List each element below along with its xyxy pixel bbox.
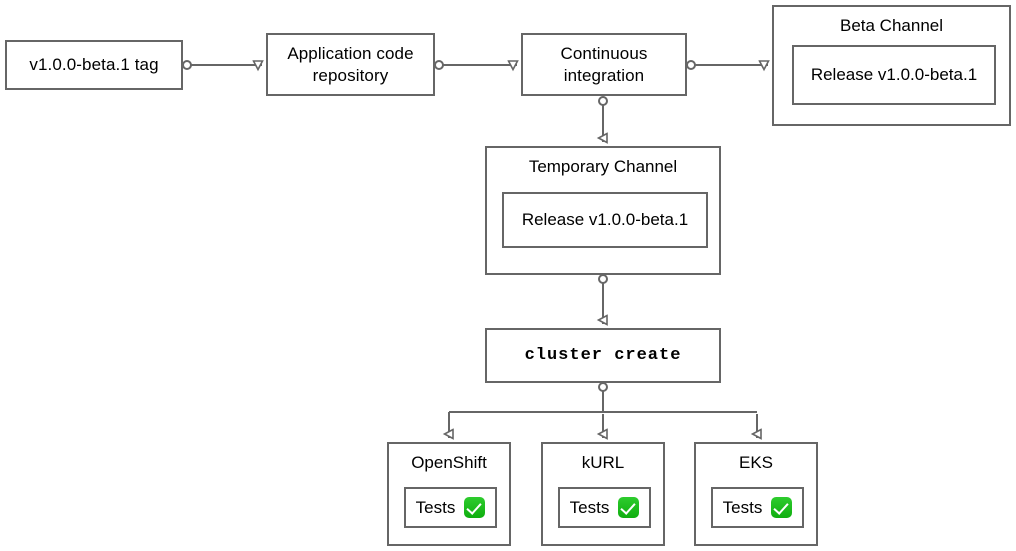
node-tag-label: v1.0.0-beta.1 tag xyxy=(29,55,159,75)
node-beta-channel[interactable]: Beta Channel Release v1.0.0-beta.1 xyxy=(772,5,1011,126)
edge-ci-to-beta-channel xyxy=(686,60,768,69)
node-openshift[interactable]: OpenShift Tests xyxy=(387,442,511,546)
node-temporary-channel-release-label: Release v1.0.0-beta.1 xyxy=(521,210,689,229)
node-openshift-tests[interactable]: Tests xyxy=(404,487,497,528)
edge-repository-to-ci xyxy=(434,60,517,69)
node-continuous-integration-label: Continuous integration xyxy=(560,44,648,85)
green-check-icon xyxy=(464,497,486,518)
node-cluster-create-label: cluster create xyxy=(524,345,682,365)
node-openshift-label: OpenShift xyxy=(411,453,487,472)
edge-ci-to-temporary-channel xyxy=(599,96,608,142)
node-temporary-channel-label: Temporary Channel xyxy=(528,157,678,176)
node-beta-channel-label: Beta Channel xyxy=(839,16,944,35)
edge-tag-to-repository xyxy=(182,60,262,69)
node-tag[interactable]: v1.0.0-beta.1 tag xyxy=(5,40,183,90)
node-openshift-tests-label: Tests xyxy=(415,497,456,517)
edge-cluster-create-to-targets xyxy=(449,382,757,438)
node-beta-channel-release[interactable]: Release v1.0.0-beta.1 xyxy=(792,45,996,105)
node-kurl-tests-label: Tests xyxy=(569,497,610,517)
node-application-code-repository[interactable]: Application code repository xyxy=(266,33,435,96)
node-temporary-channel[interactable]: Temporary Channel Release v1.0.0-beta.1 xyxy=(485,146,721,275)
edge-temporary-channel-to-cluster-create xyxy=(599,274,608,324)
node-application-code-repository-label: Application code repository xyxy=(287,44,414,85)
node-beta-channel-release-label: Release v1.0.0-beta.1 xyxy=(810,65,978,84)
node-cluster-create[interactable]: cluster create xyxy=(485,328,721,383)
node-kurl-label: kURL xyxy=(581,453,625,472)
node-kurl[interactable]: kURL Tests xyxy=(541,442,665,546)
node-eks[interactable]: EKS Tests xyxy=(694,442,818,546)
green-check-icon xyxy=(771,497,793,518)
green-check-icon xyxy=(618,497,640,518)
node-kurl-tests[interactable]: Tests xyxy=(558,487,651,528)
node-eks-tests-label: Tests xyxy=(722,497,763,517)
node-eks-tests[interactable]: Tests xyxy=(711,487,804,528)
node-continuous-integration[interactable]: Continuous integration xyxy=(521,33,687,96)
node-temporary-channel-release[interactable]: Release v1.0.0-beta.1 xyxy=(502,192,708,248)
node-eks-label: EKS xyxy=(738,453,774,472)
